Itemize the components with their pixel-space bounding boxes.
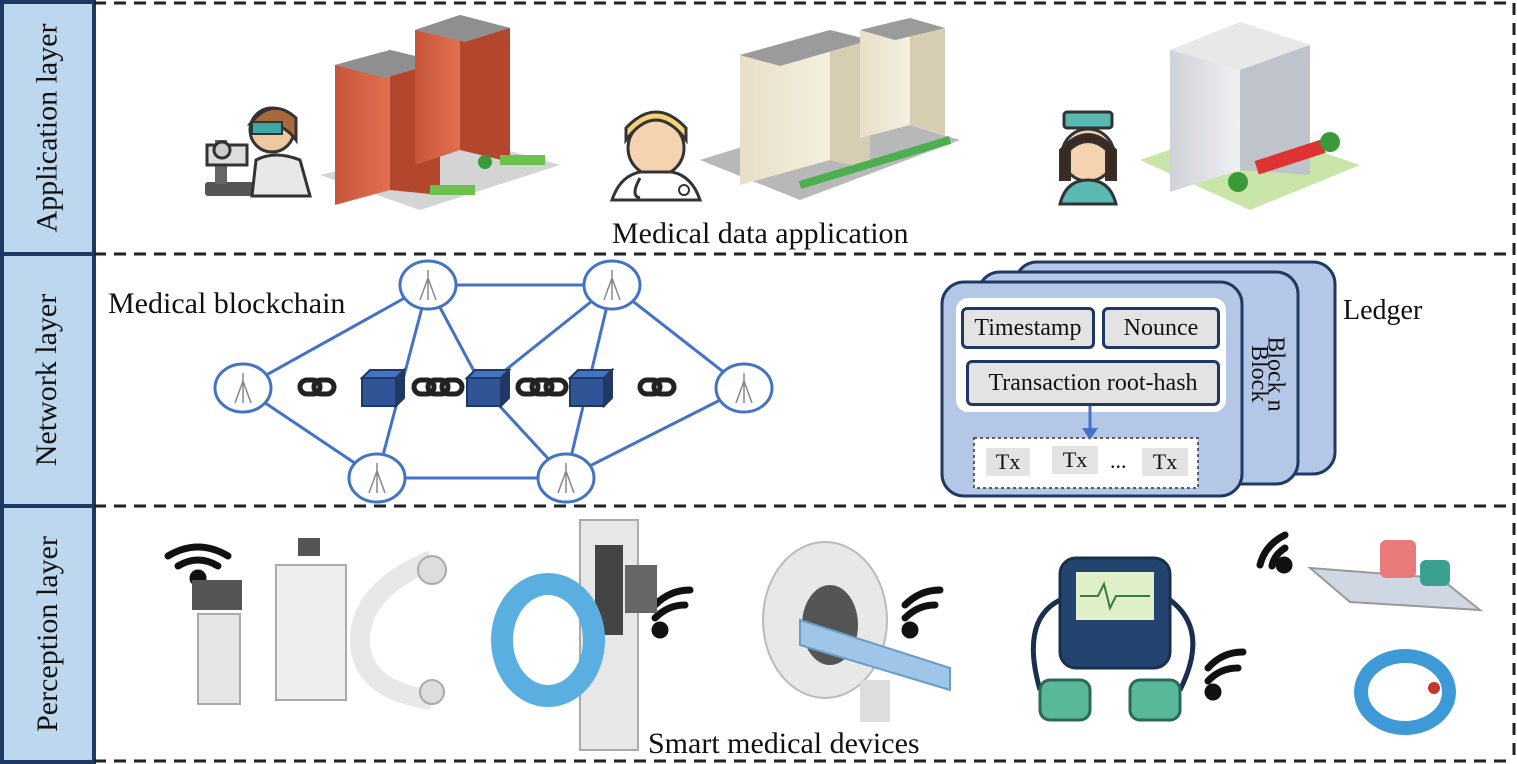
ct-scanner-device: [762, 541, 951, 722]
tx-cell: Tx: [1052, 446, 1098, 474]
block-cubes: [359, 367, 615, 409]
ring-scanner-device: [491, 519, 657, 751]
application-layer-label: Application layer: [30, 23, 64, 233]
network-node: [347, 452, 407, 504]
chain-link-icon: [297, 377, 337, 397]
wristband-device: [1354, 649, 1456, 735]
network-node: [536, 452, 596, 504]
doctor-icon: [609, 110, 703, 202]
network-node: [213, 362, 273, 414]
application-layer-caption: Medical data application: [612, 217, 909, 250]
nurse-icon: [1058, 110, 1118, 206]
ledger-title: Ledger: [1343, 295, 1423, 326]
application-layer-band: [0, 0, 96, 256]
perception-layer-label: Perception layer: [30, 536, 64, 732]
grey-hospital-building: [1140, 22, 1360, 210]
patient-monitor-device: [1030, 556, 1196, 722]
wifi-icon: [1256, 531, 1293, 574]
block-cube-icon: [359, 367, 407, 409]
tx-cell: Tx: [986, 448, 1030, 476]
block-front-label: Block n: [1262, 336, 1289, 412]
researcher-icon: [205, 106, 312, 198]
network-layer-label: Network layer: [30, 293, 64, 467]
nounce-field: Nounce: [1102, 307, 1220, 349]
network-layer-caption: Medical blockchain: [108, 287, 346, 320]
layer-borders: [94, 1, 1516, 763]
block-cube-icon: [567, 367, 615, 409]
network-node: [714, 362, 774, 414]
network-layer-band: [0, 252, 96, 508]
wifi-icon: [651, 586, 694, 639]
tablet-pills-device: [1307, 540, 1484, 612]
beige-hospital-building: [700, 18, 960, 200]
block-cube-icon: [464, 367, 512, 409]
tx-ellipsis: ...: [1110, 448, 1127, 473]
wifi-icon: [164, 543, 232, 587]
red-hospital-building: [320, 15, 560, 210]
network-node: [582, 259, 642, 311]
chain-links: [297, 377, 677, 397]
wifi-icon: [901, 586, 944, 639]
transaction-root-hash-field: Transaction root-hash: [966, 360, 1220, 406]
blockchain-nodes: [213, 259, 774, 504]
chain-link-icon: [411, 377, 465, 397]
timestamp-field: Timestamp: [961, 307, 1095, 349]
perception-layer-caption: Smart medical devices: [648, 727, 920, 760]
chain-link-icon: [515, 377, 569, 397]
chain-link-icon: [637, 377, 677, 397]
wifi-icon: [1204, 648, 1247, 701]
tx-cell: Tx: [1142, 448, 1188, 476]
c-arm-device: [192, 538, 447, 710]
perception-layer-band: [0, 504, 96, 764]
network-node: [398, 259, 458, 311]
